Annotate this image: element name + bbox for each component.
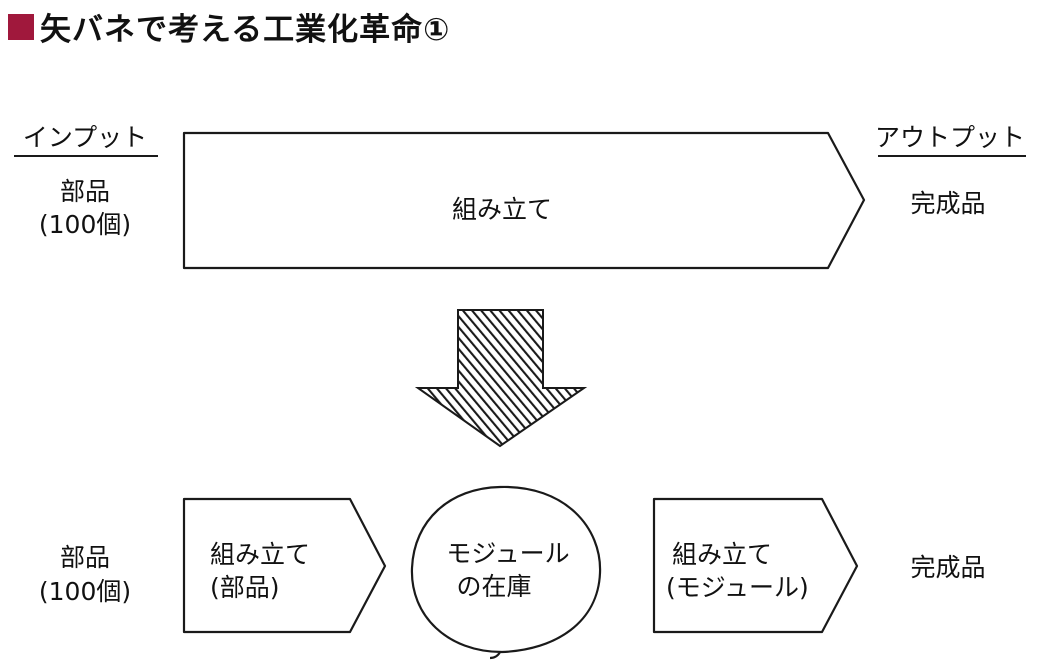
inventory-line2: の在庫 bbox=[456, 572, 531, 601]
bottom-input-line2: (100個) bbox=[39, 577, 131, 606]
title-bar: 矢バネで考える工業化革命① bbox=[8, 4, 450, 49]
process2-line1: 組み立て bbox=[672, 540, 772, 569]
inventory-line1: モジュール bbox=[446, 539, 569, 568]
bottom-output-label: 完成品 bbox=[910, 553, 985, 582]
bottom-input-line1: 部品 bbox=[60, 543, 110, 572]
input-header: インプット bbox=[23, 123, 147, 152]
top-input-line1: 部品 bbox=[60, 177, 110, 206]
page-title: 矢バネで考える工業化革命① bbox=[40, 12, 451, 48]
top-process-label: 組み立て bbox=[452, 195, 552, 224]
top-input-line2: (100個) bbox=[39, 210, 131, 239]
title-square-icon bbox=[8, 13, 34, 40]
inventory-circle bbox=[410, 485, 602, 660]
process1-line1: 組み立て bbox=[210, 540, 310, 569]
top-output-label: 完成品 bbox=[910, 189, 985, 218]
process1-arrow bbox=[182, 497, 387, 634]
down-arrow-icon bbox=[414, 309, 588, 448]
process2-arrow bbox=[652, 497, 859, 634]
process2-line2: (モジュール) bbox=[666, 573, 809, 602]
output-header: アウトプット bbox=[875, 123, 1025, 152]
top-process-arrow bbox=[182, 131, 866, 270]
process1-line2: (部品) bbox=[210, 573, 280, 602]
